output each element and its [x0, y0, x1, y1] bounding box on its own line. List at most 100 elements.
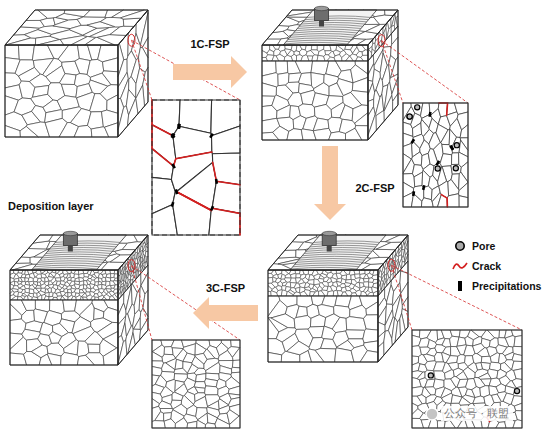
grain-cell — [195, 387, 205, 393]
refined-grain — [307, 280, 314, 285]
grain-cell — [447, 194, 459, 207]
grain-cell — [262, 83, 277, 96]
grain-cell — [340, 105, 353, 121]
track-ripple — [312, 243, 378, 245]
stir-track — [290, 235, 386, 270]
precipitation — [215, 179, 218, 184]
pore — [454, 143, 459, 148]
grain-cell — [115, 250, 136, 255]
grain-cell — [175, 359, 183, 369]
grain-cell — [205, 379, 218, 387]
grain-cell — [63, 300, 77, 311]
refined-grain — [28, 277, 33, 282]
refined-grain — [118, 281, 121, 287]
process-label: 3C-FSP — [206, 282, 245, 295]
grain-cell — [22, 329, 41, 340]
grain-cell — [58, 45, 79, 62]
grain-cell — [84, 10, 108, 17]
zoom-leader-line — [382, 41, 469, 103]
crack — [177, 192, 213, 211]
grain-cell — [118, 340, 127, 365]
microstructure-inset — [152, 100, 240, 235]
grain-cell — [159, 401, 173, 409]
grain-group — [10, 270, 118, 300]
grain-cell — [152, 352, 163, 361]
grain-cell — [212, 153, 240, 185]
refined-grain — [304, 290, 310, 296]
process-label: 1C-FSP — [190, 38, 229, 51]
refined-grain — [313, 291, 319, 296]
grain-cell — [232, 367, 241, 373]
grain-cell — [10, 337, 27, 354]
zoom-leader-line — [382, 41, 404, 103]
grain-cell — [365, 24, 386, 33]
legend-swatch — [452, 239, 468, 253]
track-ripple — [292, 34, 356, 36]
refined-grain — [363, 282, 368, 288]
grain-cell — [363, 329, 378, 343]
zoom-leader — [132, 266, 241, 340]
inset-ground — [152, 100, 240, 235]
grain-group — [262, 61, 368, 140]
grain-cell — [299, 104, 315, 118]
inset-ground — [412, 330, 522, 428]
zoom-marker — [388, 259, 395, 271]
grain-cell — [204, 349, 215, 359]
block-outline — [262, 10, 398, 140]
legend-label: Precipitations — [472, 280, 541, 292]
precipitation — [170, 133, 175, 138]
grain-cell — [513, 387, 522, 397]
grain-cell — [152, 421, 165, 428]
grain-group — [10, 235, 148, 270]
legend-label: Crack — [472, 260, 501, 272]
grain-cell — [276, 61, 288, 74]
refined-grain — [354, 270, 360, 274]
microstructure-inset — [403, 103, 468, 207]
grain-cell — [206, 362, 220, 374]
grain-cell — [277, 105, 291, 118]
precipitation — [177, 124, 180, 129]
grain-cell — [215, 418, 230, 428]
refined-grain — [37, 295, 42, 300]
grain-cell — [351, 91, 368, 106]
grain-cell — [21, 300, 35, 311]
crack — [174, 152, 212, 166]
grain-cell — [441, 129, 450, 145]
grain-cell — [88, 112, 104, 129]
track-ripple — [303, 20, 367, 22]
tool-pin — [327, 246, 332, 252]
grain-cell — [440, 154, 452, 167]
refined-grain — [62, 295, 68, 300]
refined-grain — [140, 250, 143, 257]
stir-track — [283, 10, 377, 45]
grain-cell — [346, 330, 365, 339]
pore — [435, 166, 440, 171]
material-block — [5, 10, 148, 137]
inset-frame — [403, 103, 468, 207]
grain-group — [262, 45, 368, 61]
grain-cell — [232, 360, 240, 368]
refined-grain — [110, 270, 115, 274]
grain-cell — [209, 208, 240, 235]
refined-grain — [126, 271, 128, 278]
grain-cell — [512, 354, 522, 362]
refined-grain — [113, 281, 118, 285]
grain-cell — [514, 369, 522, 380]
grain-cell — [18, 45, 34, 60]
precipitation — [209, 133, 214, 138]
refined-grain — [268, 286, 272, 292]
grain-cell — [384, 95, 393, 121]
grain-group — [268, 270, 378, 296]
legend-entry: Crack — [452, 256, 541, 276]
track-ripple — [46, 252, 111, 254]
grain-cell — [155, 412, 164, 422]
inset-frame — [412, 330, 522, 428]
grain-cell — [152, 367, 162, 376]
block-outline — [5, 10, 148, 137]
grain-cell — [162, 363, 175, 372]
track-ripple — [40, 259, 105, 261]
refined-grain — [55, 278, 61, 282]
refined-grain — [74, 289, 79, 294]
microstructure-inset — [152, 340, 240, 428]
